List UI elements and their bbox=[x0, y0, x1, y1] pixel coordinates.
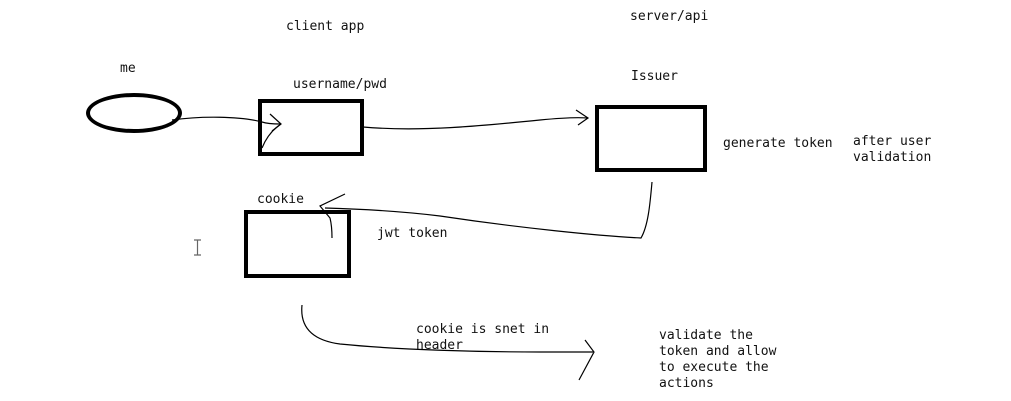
server-api-label: server/api bbox=[630, 9, 709, 24]
issuer-box bbox=[595, 105, 707, 172]
cookie-sent-label-1: cookie is snet in bbox=[416, 322, 550, 337]
cookie-label: cookie bbox=[257, 192, 304, 207]
me-ellipse bbox=[86, 93, 182, 133]
validate-label-1: validate the bbox=[659, 328, 753, 343]
after-user-validation-label-2: validation bbox=[853, 150, 932, 165]
validate-label-2: token and allow bbox=[659, 344, 777, 359]
text-cursor-icon bbox=[194, 239, 201, 256]
arrow-issuer-to-cookie bbox=[324, 181, 653, 239]
arrow-cookie-to-server bbox=[301, 304, 593, 353]
validate-label-3: to execute the bbox=[659, 360, 769, 375]
me-label: me bbox=[120, 61, 136, 76]
validate-label-4: actions bbox=[659, 376, 714, 391]
jwt-token-label: jwt token bbox=[377, 226, 448, 241]
arrowhead-issuer-to-cookie bbox=[319, 193, 346, 239]
arrow-tail-scribble bbox=[261, 123, 282, 149]
username-pwd-label: username/pwd bbox=[293, 77, 387, 92]
after-user-validation-label-1: after user bbox=[853, 134, 932, 149]
issuer-label: Issuer bbox=[631, 69, 678, 84]
arrow-client-to-issuer bbox=[362, 117, 589, 130]
client-app-box bbox=[258, 99, 364, 156]
arrowhead-client-to-issuer bbox=[575, 109, 590, 126]
cookie-box bbox=[244, 210, 351, 278]
arrowhead-cookie-to-server bbox=[578, 339, 595, 381]
client-app-label: client app bbox=[286, 19, 365, 34]
cookie-sent-label-2: header bbox=[416, 338, 463, 353]
generate-token-label: generate token bbox=[723, 136, 833, 151]
